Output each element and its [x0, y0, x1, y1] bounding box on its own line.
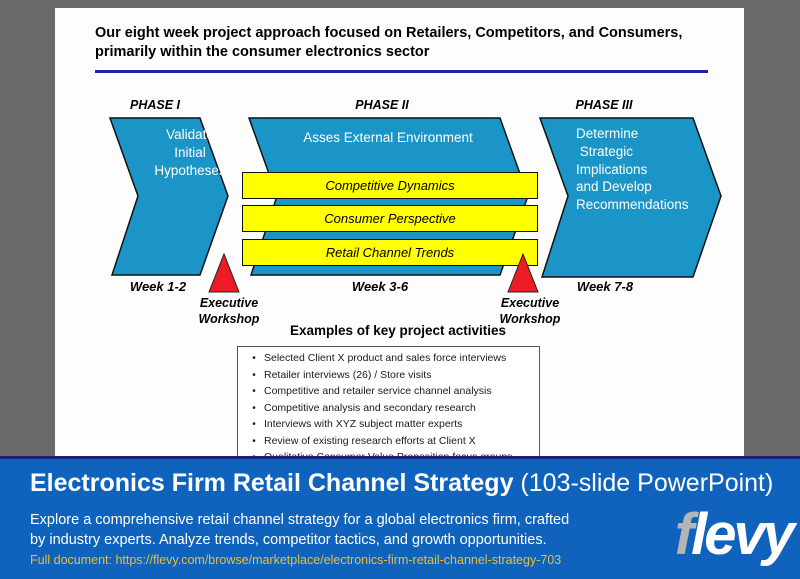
executive-workshop-label-right: Executive Workshop — [499, 296, 561, 327]
bullet-icon: • — [252, 353, 256, 364]
list-item: • Competitive and retailer service chann… — [244, 386, 531, 398]
activity-text: Retailer interviews (26) / Store visits — [264, 368, 432, 381]
list-item: • Review of existing research efforts at… — [244, 434, 531, 448]
phase-1-arrow-shape — [108, 117, 229, 276]
workstream-bar-retail-channel-trends: Retail Channel Trends — [242, 239, 538, 266]
list-item: • Retailer interviews (26) / Store visit… — [244, 368, 531, 382]
executive-workshop-label-left: Executive Workshop — [198, 296, 260, 327]
list-item: • Qualitative Consumer Value Proposition… — [244, 452, 531, 456]
bullet-icon: • — [252, 386, 256, 398]
phase-3-label: PHASE III — [575, 98, 633, 112]
document-title-main: Electronics Firm Retail Channel Strategy — [30, 469, 514, 497]
activity-text: Competitive and retailer service channel… — [264, 385, 492, 398]
list-item: • Competitive analysis and secondary res… — [244, 401, 531, 415]
bullet-icon: • — [252, 369, 256, 381]
workstream-bar-consumer-perspective: Consumer Perspective — [242, 205, 538, 232]
phase-1-label: PHASE I — [129, 98, 180, 112]
flevy-logo-f: f — [674, 502, 694, 567]
activity-text: Review of existing research efforts at C… — [264, 434, 476, 447]
list-item: • Interviews with XYZ subject matter exp… — [244, 419, 531, 431]
bullet-icon: • — [244, 452, 264, 456]
document-description: Explore a comprehensive retail channel s… — [30, 512, 570, 548]
week-label-phase-2: Week 3-6 — [351, 279, 409, 294]
workshop-markers-layer — [208, 252, 539, 293]
bullet-icon: • — [252, 419, 256, 431]
headline-underline — [95, 70, 708, 73]
week-label-phase-1: Week 1-2 — [129, 279, 187, 294]
promo-banner: Electronics Firm Retail Channel Strategy… — [0, 456, 800, 579]
activities-list-box: • Selected Client X product and sales fo… — [237, 346, 540, 456]
document-title-suffix: (103-slide PowerPoint) — [513, 469, 774, 497]
activity-text: Qualitative Consumer Value Proposition f… — [264, 452, 512, 456]
workstream-bar-competitive-dynamics: Competitive Dynamics — [242, 172, 538, 199]
phase-3-arrow-shape — [538, 117, 722, 278]
activity-text: Competitive analysis and secondary resea… — [264, 401, 476, 414]
activity-text: Selected Client X product and sales forc… — [264, 352, 507, 364]
list-item: • Selected Client X product and sales fo… — [244, 352, 531, 365]
document-title: Electronics Firm Retail Channel Strategy… — [30, 469, 773, 498]
bullet-icon: • — [252, 435, 256, 447]
slide-headline: Our eight week project approach focused … — [95, 25, 683, 60]
phase-2-label: PHASE II — [355, 98, 409, 112]
phase-1-arrow-text: Validate Initial Hypotheses — [154, 127, 226, 178]
phase-2-arrow-text: Asses External Environment — [303, 130, 473, 145]
slide-preview: Our eight week project approach focused … — [55, 8, 744, 456]
full-document-link[interactable]: Full document: https://flevy.com/browse/… — [30, 553, 562, 567]
flevy-logo[interactable]: flevy — [675, 506, 795, 564]
flevy-logo-levy: levy — [691, 502, 795, 567]
activities-heading: Examples of key project activities — [289, 323, 507, 338]
bullet-icon: • — [252, 402, 256, 414]
activity-text: Interviews with XYZ subject matter exper… — [264, 418, 463, 431]
phase-3-arrow-text: Determine Strategic Implications and Dev… — [576, 126, 689, 213]
week-label-phase-3: Week 7-8 — [576, 279, 634, 294]
workshop-triangle-icon-right — [507, 252, 539, 293]
workshop-triangle-icon-left — [208, 252, 240, 293]
